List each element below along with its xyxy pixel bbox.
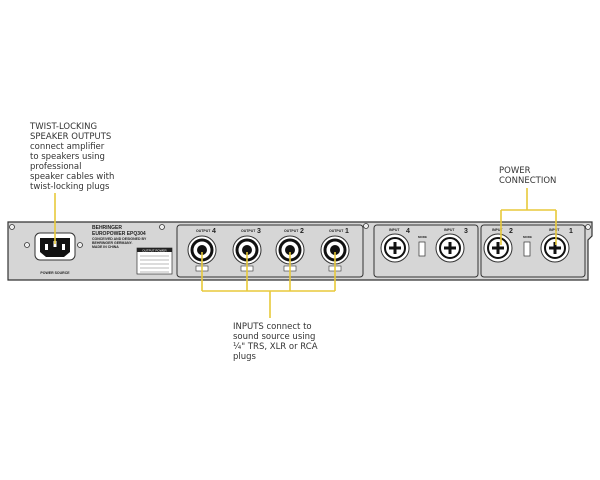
outputs-section xyxy=(176,224,364,278)
input-number: 1 xyxy=(569,228,573,235)
callout-inputs: INPUTS connect to sound source using ¼" … xyxy=(233,322,318,362)
callout-line: sound source using xyxy=(233,332,316,342)
input-label: INPUT xyxy=(389,228,400,232)
callout-speaker-outputs: TWIST-LOCKING SPEAKER OUTPUTS connect am… xyxy=(30,122,114,192)
output-number: 4 xyxy=(212,228,216,235)
callout-line: professional xyxy=(30,162,82,172)
output-power-title: OUTPUT POWER xyxy=(142,248,167,252)
callout-line: SPEAKER OUTPUTS xyxy=(30,132,112,142)
input-number: 4 xyxy=(406,228,410,235)
origin-text: CONCEIVED AND DESIGNED BY xyxy=(92,237,147,241)
input-number: 3 xyxy=(464,228,468,235)
output-power-table: OUTPUT POWER xyxy=(136,247,173,275)
combo-input-1: INPUT 1 xyxy=(540,228,573,263)
brand-text: BEHRINGER xyxy=(92,225,122,231)
mode-label: MODE xyxy=(418,235,427,239)
callout-line: INPUTS connect to xyxy=(233,322,312,332)
origin-text: MADE IN CHINA xyxy=(92,245,119,249)
output-number: 3 xyxy=(257,228,261,235)
output-label: OUTPUT xyxy=(284,229,299,233)
output-number: 1 xyxy=(345,228,349,235)
origin-text: BEHRINGER GERMANY. xyxy=(92,241,133,245)
mode-label: MODE xyxy=(523,235,532,239)
callout-line: speaker cables with xyxy=(30,172,115,182)
screws xyxy=(9,223,591,248)
callout-line: ¼" TRS, XLR or RCA xyxy=(233,342,318,352)
callout-line: POWER xyxy=(499,166,531,176)
callout-line: plugs xyxy=(233,352,256,362)
model-text: EUROPOWER EPQ304 xyxy=(92,231,146,237)
combo-input-4: INPUT 4 xyxy=(380,228,410,263)
power-source-label: POWER SOURCE xyxy=(40,271,70,275)
leader-lines xyxy=(54,188,557,318)
input-number: 2 xyxy=(509,228,513,235)
callout-line: to speakers using xyxy=(30,152,105,162)
callout-line: twist-locking plugs xyxy=(30,182,110,192)
output-label: OUTPUT xyxy=(241,229,256,233)
combo-input-3: INPUT 3 xyxy=(435,228,468,263)
output-label: OUTPUT xyxy=(329,229,344,233)
input-label: INPUT xyxy=(444,228,455,232)
callout-power: POWER CONNECTION xyxy=(499,166,556,186)
input-label: INPUT xyxy=(549,228,560,232)
output-number: 2 xyxy=(300,228,304,235)
callout-line: connect amplifier xyxy=(30,142,105,152)
output-label: OUTPUT xyxy=(196,229,211,233)
mode-switch: MODE xyxy=(418,235,427,257)
callout-line: CONNECTION xyxy=(499,176,557,186)
input-label: INPUT xyxy=(492,228,503,232)
mode-switch: MODE xyxy=(523,235,532,257)
combo-input-2: INPUT 2 xyxy=(483,228,513,263)
callout-line: TWIST-LOCKING xyxy=(30,122,98,132)
